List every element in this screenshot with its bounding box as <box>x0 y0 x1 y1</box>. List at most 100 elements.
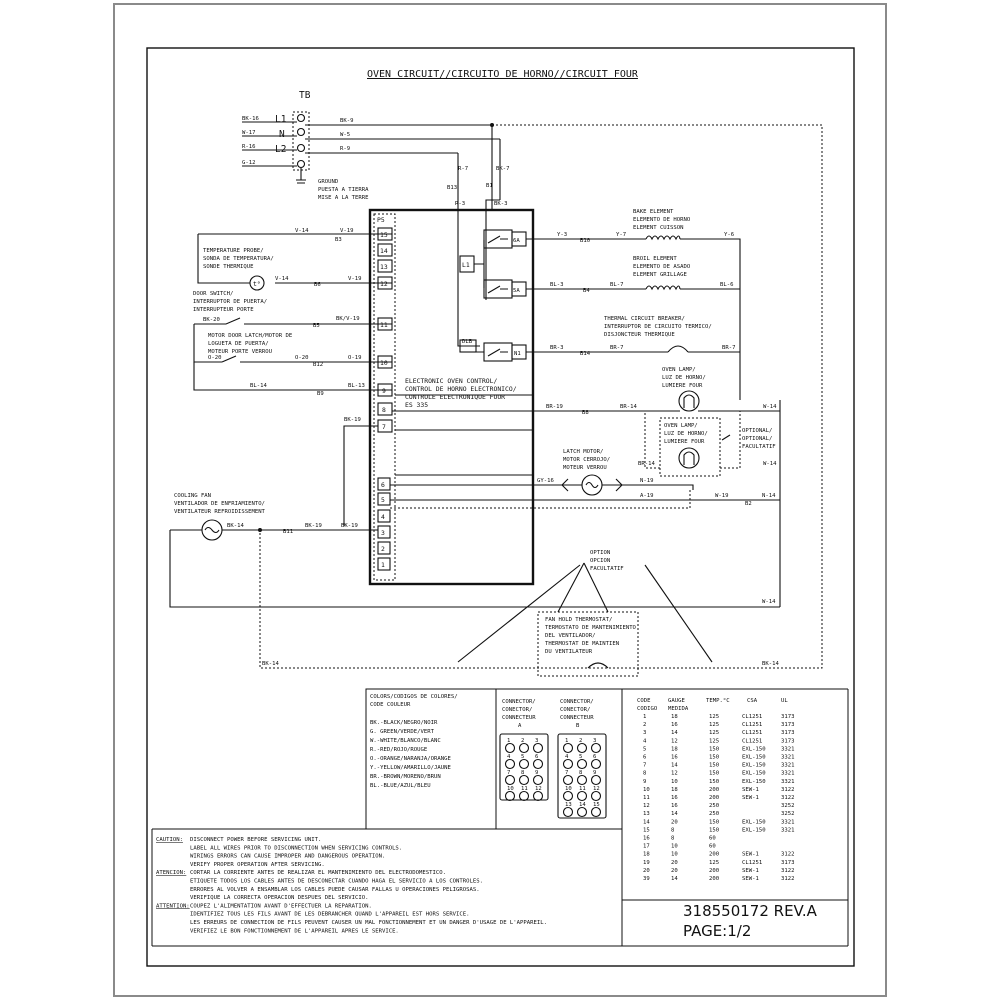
wire-label: BL-13 <box>348 383 365 389</box>
lamp-label: OVEN LAMP/ <box>662 367 696 373</box>
connector-pin-label: 11 <box>579 786 586 792</box>
wire-label: O-20 <box>208 355 221 361</box>
table-cell: 6 <box>643 755 646 761</box>
table-cell: 14 <box>671 730 678 736</box>
table-cell: EXL-150 <box>742 763 766 769</box>
optional-lamp-box <box>659 417 721 477</box>
table-cell: 12 <box>671 738 678 744</box>
control-label: ES 335 <box>405 401 428 409</box>
broil-label: BROIL ELEMENT <box>633 256 677 262</box>
caution-notes: CAUTION:DISCONNECT POWER BEFORE SERVICIN… <box>156 837 547 934</box>
pin-label: 9 <box>382 387 386 395</box>
wire-label: BK-20 <box>203 317 220 323</box>
table-cell: 3321 <box>781 779 794 785</box>
table-cell: SEW-1 <box>742 868 759 874</box>
terminal-screw <box>296 159 306 169</box>
pin-label: 1 <box>381 561 385 569</box>
fan-hold-thermostat: OPTION OPCION FACULTATIF FAN HOLD THERMO… <box>262 550 779 677</box>
fan-hold-box <box>537 611 639 677</box>
caution-line: VERIFIQUE LA CORRECTA OPERACION DESPUES … <box>190 895 369 901</box>
table-cell: 200 <box>709 876 719 882</box>
table-cell: 14 <box>671 876 678 882</box>
table-header: CODE <box>637 698 651 704</box>
caution-line: ETIQUETE TODOS LOS CABLES ANTES DE DESCO… <box>190 879 483 885</box>
optional-dashed-wire <box>259 124 823 669</box>
table-cell: 3173 <box>781 860 794 866</box>
table-cell: SEW-1 <box>742 795 759 801</box>
connector-pin-label: 6 <box>535 754 538 760</box>
connector-pin <box>532 742 544 754</box>
control-label: ELECTRONIC OVEN CONTROL/ <box>405 377 497 385</box>
table-cell: 150 <box>709 763 719 769</box>
table-cell: 3122 <box>781 876 794 882</box>
terminal-screw <box>296 143 306 153</box>
table-cell: 18 <box>671 787 678 793</box>
optional-label: OPTIONAL/ <box>742 428 772 434</box>
wire-label: BK-3 <box>494 201 507 207</box>
pin-label: 3 <box>381 529 385 537</box>
broil-label: ELEMENT GRILLAGE <box>633 272 688 278</box>
table-cell: 11 <box>643 795 650 801</box>
table-cell: CL1251 <box>742 738 762 744</box>
color-item: BK.-BLACK/NEGRO/NOIR <box>370 720 438 726</box>
wire-label: BR-14 <box>620 404 637 410</box>
wire-gauge-table: CODE GAUGE TEMP.°C CSA UL CODIGO MEDIDA … <box>637 698 794 882</box>
table-cell: 150 <box>709 755 719 761</box>
connector-pin <box>504 790 516 802</box>
pin-label: 11 <box>380 321 388 329</box>
connector-pin-label: 10 <box>507 786 514 792</box>
optional-oven-lamp: OVEN LAMP/ LUZ DE HORNO/ LUMIERE FOUR BR… <box>638 411 777 477</box>
connector-pin <box>590 790 602 802</box>
ground-label: PUESTA A TIERRA <box>318 187 369 193</box>
table-cell: 16 <box>671 755 678 761</box>
option-label: OPTION <box>590 550 610 556</box>
relay-terminal-label: 6A <box>513 238 520 244</box>
broil-element: BROIL ELEMENT ELEMENTO DE ASADO ELEMENT … <box>526 256 740 294</box>
latch-motor: LATCH MOTOR/ MOTOR CERROJO/ MOTEUR VERRO… <box>390 400 781 607</box>
pin-label: 12 <box>380 280 388 288</box>
connector-pin-label: 14 <box>579 802 586 808</box>
connector-pin-label: 7 <box>507 770 510 776</box>
connector-pin <box>590 806 602 818</box>
table-cell: EXL-150 <box>742 771 766 777</box>
wire-label: R-3 <box>455 201 465 207</box>
connector-pin <box>504 742 516 754</box>
wire-label: Y-6 <box>724 232 734 238</box>
oven-lamp: OVEN LAMP/ LUZ DE HORNO/ LUMIERE FOUR BR… <box>392 367 780 416</box>
connection-point: B2 <box>745 501 752 507</box>
table-cell: EXL-150 <box>742 819 766 825</box>
fan-hold-label: FAN HOLD THERMOSTAT/ <box>545 617 612 623</box>
wire-label: R-7 <box>458 166 468 172</box>
table-cell: 14 <box>643 819 650 825</box>
bake-element: BAKE ELEMENT ELEMENTO DE HORNO ELEMENT C… <box>526 209 741 400</box>
caution-line: CORTAR LA CORRIENTE ANTES DE REALIZAR EL… <box>190 870 446 876</box>
table-header: TEMP.°C <box>706 698 730 704</box>
table-cell: 1 <box>643 714 646 720</box>
connector-pin-label: 2 <box>579 738 582 744</box>
connection-point: B8 <box>582 410 589 416</box>
colors-header: CODE COULEUR <box>370 702 411 708</box>
motor-door-latch-switch: MOTOR DOOR LATCH/MOTOR DE LOGUETA DE PUE… <box>193 333 392 397</box>
wire-label: BR-7 <box>610 345 623 351</box>
connector-pin <box>576 758 588 770</box>
connector-pin <box>576 774 588 786</box>
table-cell: 200 <box>709 868 719 874</box>
table-cell: 39 <box>643 876 650 882</box>
wire-label: V-19 <box>348 276 361 282</box>
table-cell: 150 <box>709 771 719 777</box>
wire-label: R-9 <box>340 146 350 152</box>
table-header: MEDIDA <box>668 706 689 712</box>
table-cell: 12 <box>643 803 650 809</box>
table-cell: 3321 <box>781 763 794 769</box>
connector-pin <box>504 758 516 770</box>
option-label: OPCION <box>590 558 610 564</box>
thermal-circuit-breaker: THERMAL CIRCUIT BREAKER/ INTERRUPTOR DE … <box>526 316 740 357</box>
control-label: CONTROLE ELECTRONIQUE FOUR <box>405 393 505 401</box>
caution-line: IDENTIFIEZ TOUS LES FILS AVANT DE LES DE… <box>190 912 470 918</box>
table-cell: 7 <box>643 763 646 769</box>
terminal-screw <box>296 113 306 123</box>
